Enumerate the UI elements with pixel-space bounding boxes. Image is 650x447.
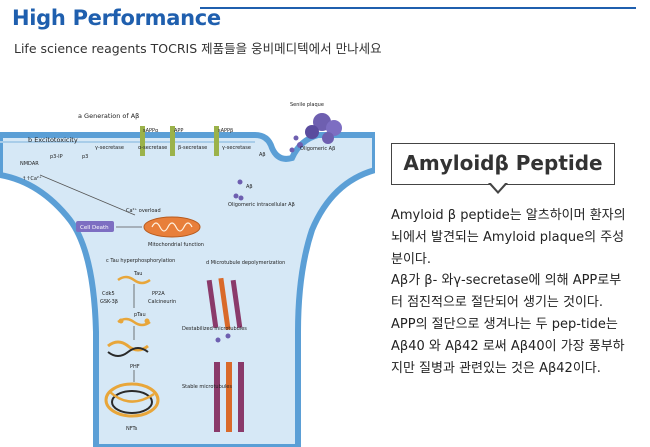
label-pp2a: PP2A	[152, 291, 165, 297]
neuron-pathway-diagram: a Generation of Aβ sAPPα APP sAPPβ γ-sec…	[0, 100, 375, 447]
label-phf: PHF	[130, 364, 140, 370]
label-cdk5: Cdk5	[102, 291, 115, 297]
label-sappa: sAPPα	[143, 128, 159, 134]
description-paragraph-2: Aβ가 β- 와γ-secretase에 의해 APP로부터 점진적으로 절단되…	[391, 273, 622, 311]
label-ca-overload: Ca²⁺ overload	[126, 208, 161, 214]
label-oligomeric-ab: Oligomeric Aβ	[300, 146, 335, 152]
label-nmdar: NMDAR	[20, 161, 39, 167]
label-senile-plaque: Senile plaque	[290, 102, 324, 108]
label-section-a: a Generation of Aβ	[78, 112, 139, 120]
callout-title: Amyloidβ Peptide	[403, 151, 603, 175]
label-oligomeric-intracellular: Oligomeric intracellular Aβ	[228, 202, 295, 208]
description-text: Amyloid β peptide는 알츠하이머 환자의 뇌에서 발견되는 Am…	[391, 205, 631, 379]
label-gamma-secretase-right: γ-secretase	[222, 145, 251, 151]
label-mito-function: Mitochondrial function	[148, 242, 204, 248]
app-rods	[140, 126, 219, 156]
phf-cluster	[107, 340, 149, 357]
label-destabilized: Destabilized microtubules	[182, 326, 247, 332]
diagram-svg: a Generation of Aβ sAPPα APP sAPPβ γ-sec…	[0, 102, 375, 447]
label-abeta-top: Aβ	[259, 152, 266, 158]
label-section-d: d Microtubule depolymerization	[206, 260, 285, 266]
nft-tangle	[104, 382, 160, 418]
label-nfts: NFTs	[126, 426, 138, 432]
cell-death-box	[76, 221, 114, 232]
description-paragraph-3: APP의 절단으로 생겨나는 두 pep-tide는 Aβ40 와 Aβ42 로…	[391, 316, 625, 376]
label-tau: Tau	[133, 271, 142, 277]
label-gamma-secretase-left: γ-secretase	[95, 145, 124, 151]
label-ca-in: ↑↑Ca²⁺	[22, 176, 42, 182]
callout-box: Amyloidβ Peptide	[391, 143, 615, 185]
label-sappb: sAPPβ	[218, 128, 233, 134]
label-gsk3b: GSK-3β	[100, 299, 118, 305]
label-calcineurin: Calcineurin	[148, 299, 176, 305]
senile-plaque	[289, 113, 342, 153]
label-stable: Stable microtubules	[182, 384, 232, 390]
label-p3: p3	[82, 154, 88, 160]
mitochondrion-icon	[143, 216, 201, 238]
page-title: High Performance	[12, 6, 221, 30]
label-p3-ip: p3-IP	[50, 154, 63, 160]
label-cell-death: Cell Death	[80, 225, 109, 231]
label-abeta-mid: Aβ	[246, 184, 253, 190]
label-section-c: c Tau hyperphosphorylation	[106, 258, 175, 264]
destabilized-microtubules	[206, 277, 243, 343]
label-ptau: pTau	[134, 312, 146, 318]
header-divider	[200, 7, 636, 9]
page-subtitle: Life science reagents TOCRIS 제품들을 웅비메디텍에…	[14, 41, 382, 56]
label-app: APP	[174, 128, 183, 134]
description-paragraph-1: Amyloid β peptide는 알츠하이머 환자의 뇌에서 발견되는 Am…	[391, 208, 626, 267]
stable-microtubules	[214, 362, 244, 432]
label-beta-secretase: β-secretase	[178, 145, 207, 151]
label-alpha-secretase: α-secretase	[138, 145, 167, 151]
label-section-b: b Excitotoxicity	[28, 136, 78, 144]
